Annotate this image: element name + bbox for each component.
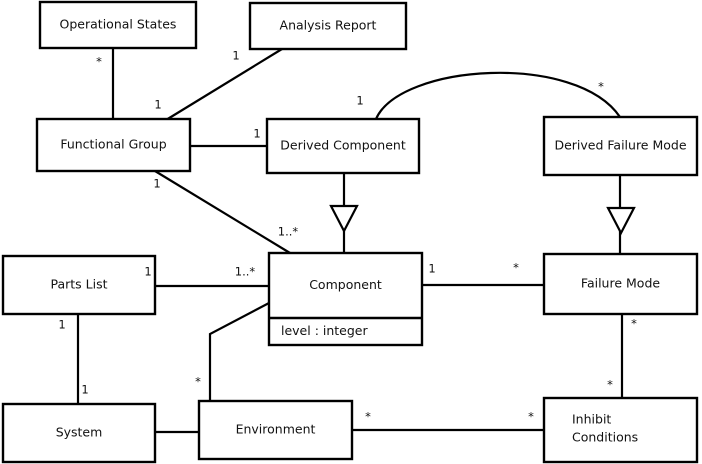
class-box-outline [1, 254, 157, 316]
association-functionalgroup-component [154, 170, 291, 254]
class-attribute: level : integer [281, 323, 368, 338]
class-box-derived-failure-mode[interactable]: Derived Failure Mode [542, 115, 699, 177]
association-derivedcomponent-component-generalization [329, 173, 359, 253]
class-name: Inhibit [572, 412, 611, 427]
multiplicity-label: 1..* [235, 265, 256, 279]
class-box-environment[interactable]: Environment [197, 399, 354, 461]
multiplicity-label: * [598, 80, 604, 94]
multiplicity-label: * [513, 261, 519, 275]
class-name: Derived Failure Mode [554, 138, 686, 153]
multiplicity-label: 1 [253, 127, 260, 141]
generalization-triangle-icon [606, 206, 636, 236]
association-layer [76, 48, 636, 434]
class-box-outline [1, 402, 157, 464]
class-box-outline [197, 399, 354, 461]
association-line [208, 302, 270, 401]
multiplicity-label: 1 [154, 98, 161, 112]
multiplicity-label: * [365, 410, 371, 424]
class-name: Failure Mode [581, 276, 660, 291]
class-name-line2: Conditions [572, 430, 638, 445]
class-name: Analysis Report [280, 18, 377, 33]
multiplicity-label: * [528, 410, 534, 424]
class-box-component[interactable]: Component level : integer [267, 251, 424, 347]
multiplicity-label: 1 [232, 49, 239, 63]
multiplicity-layer: * 1 1 1 1 * 1 1..* 1 1..* 1 1 1 * * * * * * [58, 49, 637, 424]
association-derivedcomponent-derivedfailuremode [374, 71, 621, 120]
multiplicity-label: 1 [58, 318, 65, 332]
multiplicity-label: * [195, 375, 201, 389]
association-line [154, 170, 291, 254]
class-box-outline [542, 252, 699, 316]
class-box-outline [35, 117, 192, 173]
class-box-outline [542, 115, 699, 177]
association-component-environment [208, 302, 270, 401]
class-box-functional-group[interactable]: Functional Group [35, 117, 192, 173]
class-box-outline [38, 0, 198, 50]
class-box-derived-component[interactable]: Derived Component [265, 117, 421, 175]
association-line [165, 48, 283, 121]
class-box-analysis-report[interactable]: Analysis Report [248, 1, 408, 51]
class-box-failure-mode[interactable]: Failure Mode [542, 252, 699, 316]
generalization-triangle-icon [329, 204, 359, 234]
association-arc [374, 71, 621, 120]
class-name: Component [309, 277, 382, 292]
class-name: Derived Component [280, 138, 406, 153]
multiplicity-label: 1..* [278, 225, 299, 239]
class-box-operational-states[interactable]: Operational States [38, 0, 198, 50]
multiplicity-label: 1 [153, 177, 160, 191]
multiplicity-label: 1 [428, 262, 435, 276]
class-box-outline [265, 117, 421, 175]
class-name: Parts List [50, 277, 107, 292]
class-box-outline [248, 1, 408, 51]
association-derivedfailuremode-failuremode-generalization [606, 175, 636, 254]
multiplicity-label: * [631, 317, 637, 331]
multiplicity-label: * [607, 378, 613, 392]
class-box-outline [267, 251, 424, 347]
class-name: System [56, 425, 103, 440]
multiplicity-label: 1 [81, 383, 88, 397]
multiplicity-label: * [96, 55, 102, 69]
class-box-outline [542, 396, 699, 464]
class-name: Functional Group [60, 137, 166, 152]
class-name: Environment [236, 422, 316, 437]
association-functionalgroup-analysisreport [165, 48, 283, 121]
class-box-parts-list[interactable]: Parts List [1, 254, 157, 316]
multiplicity-label: 1 [144, 265, 151, 279]
class-name: Operational States [60, 17, 177, 32]
class-box-system[interactable]: System [1, 402, 157, 464]
multiplicity-label: 1 [356, 94, 363, 108]
